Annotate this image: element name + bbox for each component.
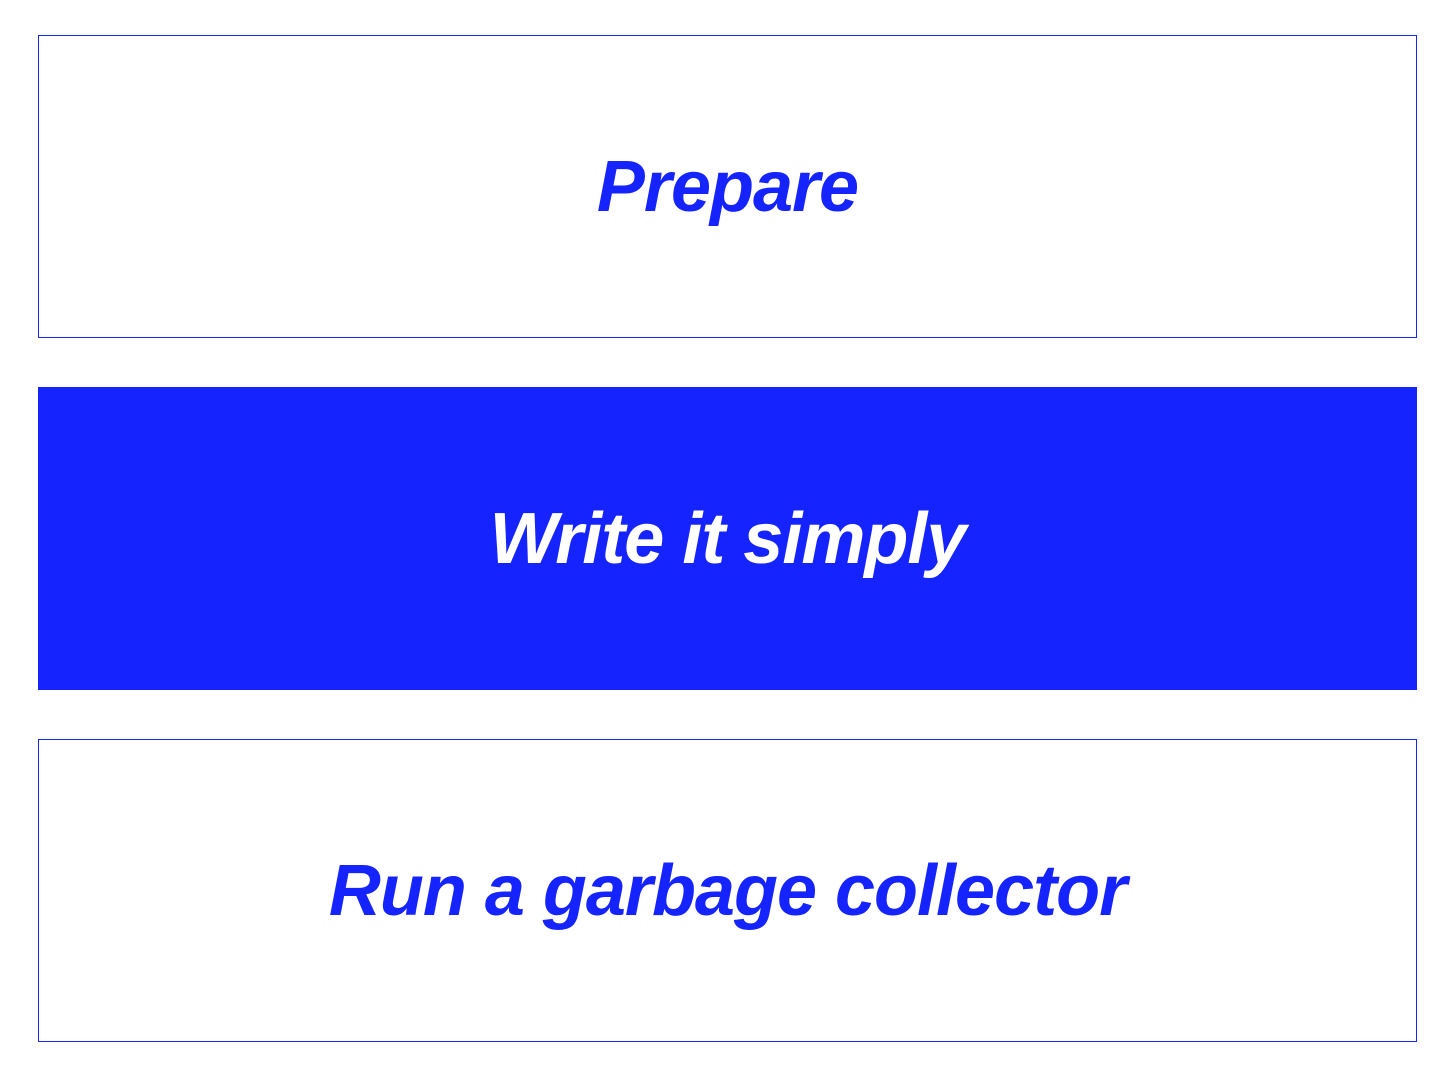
step-label-run-garbage-collector: Run a garbage collector — [328, 850, 1127, 931]
step-box-run-garbage-collector: Run a garbage collector — [38, 739, 1417, 1042]
step-box-prepare: Prepare — [38, 35, 1417, 338]
step-box-write-it-simply: Write it simply — [38, 387, 1417, 690]
step-label-write-it-simply: Write it simply — [489, 498, 967, 579]
step-label-prepare: Prepare — [596, 146, 859, 227]
